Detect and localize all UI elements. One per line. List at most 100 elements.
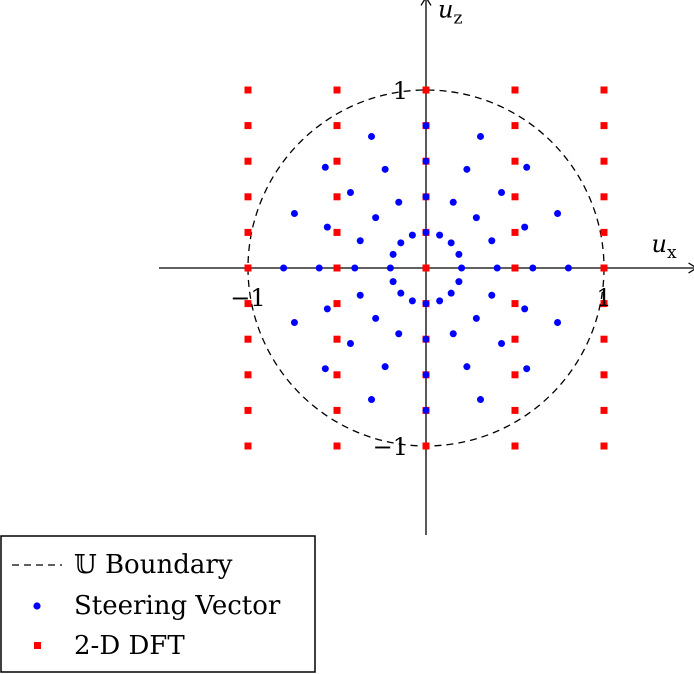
steering-point-58 (321, 365, 329, 373)
steering-point-10 (397, 289, 405, 297)
steering-point-47 (521, 305, 529, 313)
steering-point-24 (351, 264, 359, 272)
dft-point-12 (333, 406, 341, 414)
dft-point-14 (333, 335, 341, 343)
steering-point-18 (472, 214, 480, 222)
steering-point-19 (449, 198, 457, 206)
dft-point-3 (244, 335, 252, 343)
steering-point-43 (381, 363, 389, 371)
steering-point-17 (488, 237, 496, 245)
dft-point-32 (422, 86, 430, 94)
steering-point-40 (315, 264, 323, 272)
steering-point-44 (422, 371, 430, 379)
dft-point-45 (600, 406, 608, 414)
dft-point-0 (244, 442, 252, 450)
steering-point-34 (498, 188, 506, 196)
tick-label-y-pos: 1 (393, 77, 408, 105)
dft-point-49 (600, 264, 608, 272)
steering-point-26 (372, 314, 380, 322)
steering-point-46 (498, 340, 506, 348)
steering-point-30 (472, 314, 480, 322)
dft-point-35 (511, 371, 519, 379)
steering-point-2 (447, 239, 455, 247)
steering-point-7 (389, 250, 397, 258)
steering-point-42 (346, 340, 354, 348)
dft-point-18 (333, 193, 341, 201)
steering-point-52 (422, 122, 430, 130)
steering-point-0 (458, 264, 466, 272)
dft-point-16 (333, 264, 341, 272)
steering-point-59 (368, 396, 376, 404)
steering-point-54 (321, 163, 329, 171)
dft-point-38 (511, 264, 519, 272)
tick-label-x-neg: −1 (230, 284, 265, 312)
steering-point-45 (463, 363, 471, 371)
steering-point-39 (323, 223, 331, 231)
steering-point-22 (372, 214, 380, 222)
dft-point-10 (244, 86, 252, 94)
dft-point-47 (600, 335, 608, 343)
dft-point-21 (333, 86, 341, 94)
legend-steering-swatch (33, 602, 41, 610)
dft-point-7 (244, 193, 252, 201)
y-axis-arrowhead (420, 0, 432, 6)
steering-point-3 (436, 231, 444, 239)
steering-point-15 (455, 278, 463, 286)
dft-point-51 (600, 193, 608, 201)
y-axis-label: uz (438, 0, 462, 28)
steering-point-48 (564, 264, 572, 272)
steering-point-25 (356, 291, 364, 299)
steering-point-49 (554, 210, 562, 218)
steering-point-14 (447, 289, 455, 297)
steering-point-1 (455, 250, 463, 258)
steering-point-6 (397, 239, 405, 247)
steering-point-23 (356, 237, 364, 245)
dft-point-27 (422, 264, 430, 272)
steering-point-51 (476, 132, 484, 140)
legend-dft-swatch (34, 642, 41, 649)
tick-label-x-pos: 1 (596, 284, 611, 312)
dft-point-50 (600, 228, 608, 236)
legend: 𝕌 Boundary Steering Vector 2-D DFT (0, 535, 316, 673)
y-axis-label-subscript: z (453, 8, 462, 28)
steering-point-31 (488, 291, 496, 299)
steering-point-55 (290, 210, 298, 218)
dft-point-17 (333, 228, 341, 236)
steering-point-37 (381, 165, 389, 173)
tick-label-y-neg: −1 (373, 433, 408, 461)
steering-point-63 (554, 318, 562, 326)
dft-point-34 (511, 406, 519, 414)
y-axis-label-symbol: u (438, 0, 453, 23)
steering-point-35 (463, 165, 471, 173)
steering-point-36 (422, 157, 430, 165)
steering-point-38 (346, 188, 354, 196)
dft-point-5 (244, 264, 252, 272)
dft-point-37 (511, 300, 519, 308)
steering-point-27 (395, 330, 403, 338)
legend-label-steering: Steering Vector (74, 591, 281, 621)
steering-vector-points (280, 122, 572, 414)
x-axis-arrowhead (688, 262, 694, 274)
steering-point-21 (395, 198, 403, 206)
steering-point-8 (386, 264, 394, 272)
x-axis-label-subscript: x (667, 243, 677, 263)
steering-point-12 (422, 300, 430, 308)
dft-point-22 (422, 442, 430, 450)
dft-point-46 (600, 371, 608, 379)
steering-point-20 (422, 193, 430, 201)
steering-point-60 (422, 406, 430, 414)
dft-point-13 (333, 371, 341, 379)
dft-point-40 (511, 193, 519, 201)
steering-point-5 (408, 231, 416, 239)
dft-point-20 (333, 122, 341, 130)
dft-point-52 (600, 157, 608, 165)
steering-point-57 (290, 318, 298, 326)
dft-point-1 (244, 406, 252, 414)
steering-point-41 (323, 305, 331, 313)
steering-point-4 (422, 228, 430, 236)
steering-point-28 (422, 335, 430, 343)
steering-point-61 (476, 396, 484, 404)
dft-point-19 (333, 157, 341, 165)
x-axis-label: ux (652, 230, 677, 263)
